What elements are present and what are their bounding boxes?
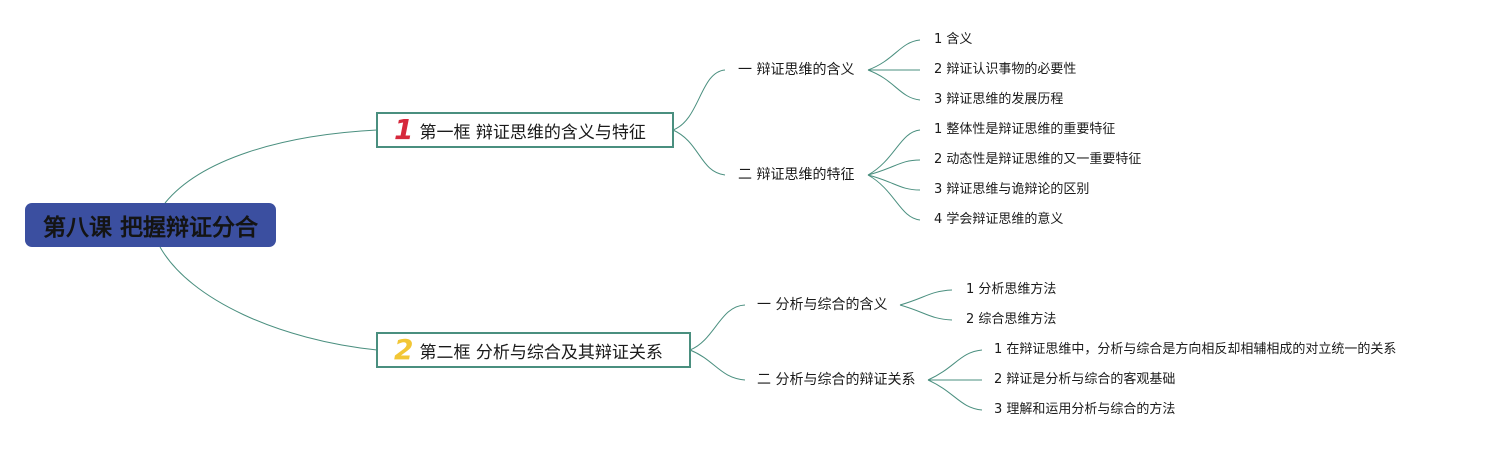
sub-node-1-2[interactable]: 二 辩证思维的特征 xyxy=(738,165,854,185)
connector-branch-2-sub-2 xyxy=(689,349,746,381)
sub-title-1-1: 一 辩证思维的含义 xyxy=(738,62,855,78)
root-title: 第八课 把握辩证分合 xyxy=(42,215,258,241)
leaf-node-2-2-1[interactable]: 1 在辩证思维中，分析与综合是方向相反却相辅相成的对立统一的关系 xyxy=(994,342,1397,357)
sub-title-2-1: 一 分析与综合的含义 xyxy=(757,297,888,313)
leaf-node-2-1-2[interactable]: 2 综合思维方法 xyxy=(966,312,1057,327)
branch-title-1: 第一框 辩证思维的含义与特征 xyxy=(419,122,646,143)
connector-sub-1-2-leaf-1 xyxy=(867,129,921,176)
root-node[interactable]: 第八课 把握辩证分合 xyxy=(25,203,276,247)
sub-node-1-1[interactable]: 一 辩证思维的含义 xyxy=(738,60,854,80)
sub-title-1-2: 二 辩证思维的特征 xyxy=(738,167,855,183)
leaf-node-1-2-3[interactable]: 3 辩证思维与诡辩论的区别 xyxy=(934,182,1090,197)
branch-node-2[interactable]: 2 第二框 分析与综合及其辩证关系 xyxy=(376,332,691,368)
sub-node-2-1[interactable]: 一 分析与综合的含义 xyxy=(757,295,887,315)
leaf-node-1-1-3[interactable]: 3 辩证思维的发展历程 xyxy=(934,92,1064,107)
connector-sub-1-1-leaf-3 xyxy=(867,69,921,101)
connector-sub-2-1-leaf-2 xyxy=(899,304,953,321)
leaf-node-1-2-1[interactable]: 1 整体性是辩证思维的重要特征 xyxy=(934,122,1116,137)
connector-sub-2-1-leaf-1 xyxy=(899,289,953,306)
number-badge-2: 2 xyxy=(394,333,414,366)
leaf-node-1-2-2[interactable]: 2 动态性是辩证思维的又一重要特征 xyxy=(934,152,1142,167)
branch-node-1[interactable]: 1 第一框 辩证思维的含义与特征 xyxy=(376,112,674,148)
sub-node-2-2[interactable]: 二 分析与综合的辩证关系 xyxy=(757,370,915,390)
connector-root-branch-1 xyxy=(164,129,378,204)
leaf-node-1-2-4[interactable]: 4 学会辩证思维的意义 xyxy=(934,212,1064,227)
connector-sub-2-2-leaf-3 xyxy=(927,379,983,411)
leaf-node-2-1-1[interactable]: 1 分析思维方法 xyxy=(966,282,1057,297)
connector-sub-2-2-leaf-1 xyxy=(927,349,983,381)
connector-sub-1-2-leaf-4 xyxy=(867,174,921,221)
connector-sub-1-2-leaf-3 xyxy=(867,174,921,191)
leaf-node-1-1-1[interactable]: 1 含义 xyxy=(934,32,973,47)
connector-root-branch-2 xyxy=(159,246,378,351)
connector-branch-2-sub-1 xyxy=(689,304,746,351)
leaf-node-2-2-2[interactable]: 2 辩证是分析与综合的客观基础 xyxy=(994,372,1176,387)
branch-title-2: 第二框 分析与综合及其辩证关系 xyxy=(419,342,663,363)
connector-branch-1-sub-2 xyxy=(672,129,726,176)
connector-sub-1-2-leaf-2 xyxy=(867,159,921,176)
connector-sub-1-1-leaf-1 xyxy=(867,39,921,71)
leaf-node-2-2-3[interactable]: 3 理解和运用分析与综合的方法 xyxy=(994,402,1176,417)
sub-title-2-2: 二 分析与综合的辩证关系 xyxy=(757,372,916,388)
connector-branch-1-sub-1 xyxy=(672,69,726,131)
leaf-node-1-1-2[interactable]: 2 辩证认识事物的必要性 xyxy=(934,62,1077,77)
number-badge-1: 1 xyxy=(394,113,414,146)
